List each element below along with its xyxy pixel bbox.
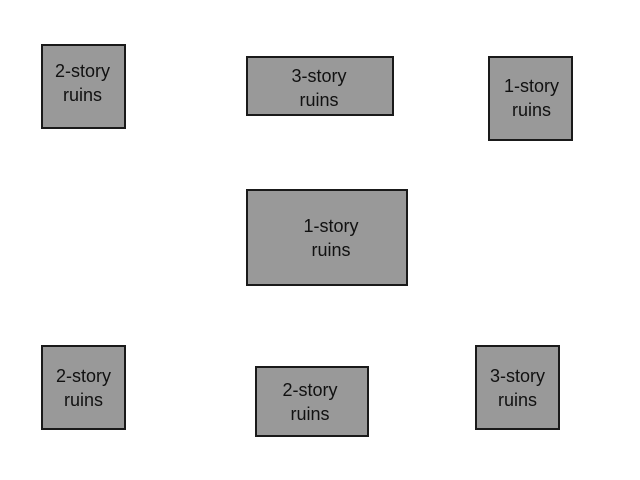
ruin-height: 1-story: [303, 215, 359, 236]
ruin-label: 3-story ruins: [490, 364, 545, 412]
ruin-label: 1-story ruins: [303, 214, 358, 262]
ruin-height: 2-story: [54, 60, 110, 81]
ruin-block-top-right: 1-story ruins: [488, 56, 573, 141]
ruin-type: ruins: [63, 389, 103, 410]
ruin-block-bottom-center: 2-story ruins: [255, 366, 369, 437]
ruin-type: ruins: [497, 389, 537, 410]
ruin-block-top-center: 3-story ruins: [246, 56, 394, 116]
ruin-label: 3-story ruins: [291, 64, 346, 112]
ruin-type: ruins: [299, 90, 339, 110]
ruin-height: 2-story: [282, 379, 338, 400]
ruin-block-bottom-right: 3-story ruins: [475, 345, 560, 430]
ruin-type: ruins: [511, 99, 551, 120]
ruin-type: ruins: [290, 403, 330, 424]
ruin-height: 1-story: [503, 75, 559, 96]
ruin-label: 2-story ruins: [282, 378, 337, 426]
ruin-type: ruins: [62, 84, 102, 105]
ruin-label: 2-story ruins: [56, 364, 111, 412]
ruin-height: 2-story: [55, 365, 111, 386]
ruin-height: 3-story: [489, 365, 545, 386]
ruin-block-top-left: 2-story ruins: [41, 44, 126, 129]
ruin-label: 2-story ruins: [55, 59, 110, 107]
ruin-height: 3-story: [291, 66, 347, 86]
ruin-type: ruins: [311, 239, 351, 260]
ruin-label: 1-story ruins: [504, 74, 559, 122]
ruin-block-center: 1-story ruins: [246, 189, 408, 286]
ruin-block-bottom-left: 2-story ruins: [41, 345, 126, 430]
